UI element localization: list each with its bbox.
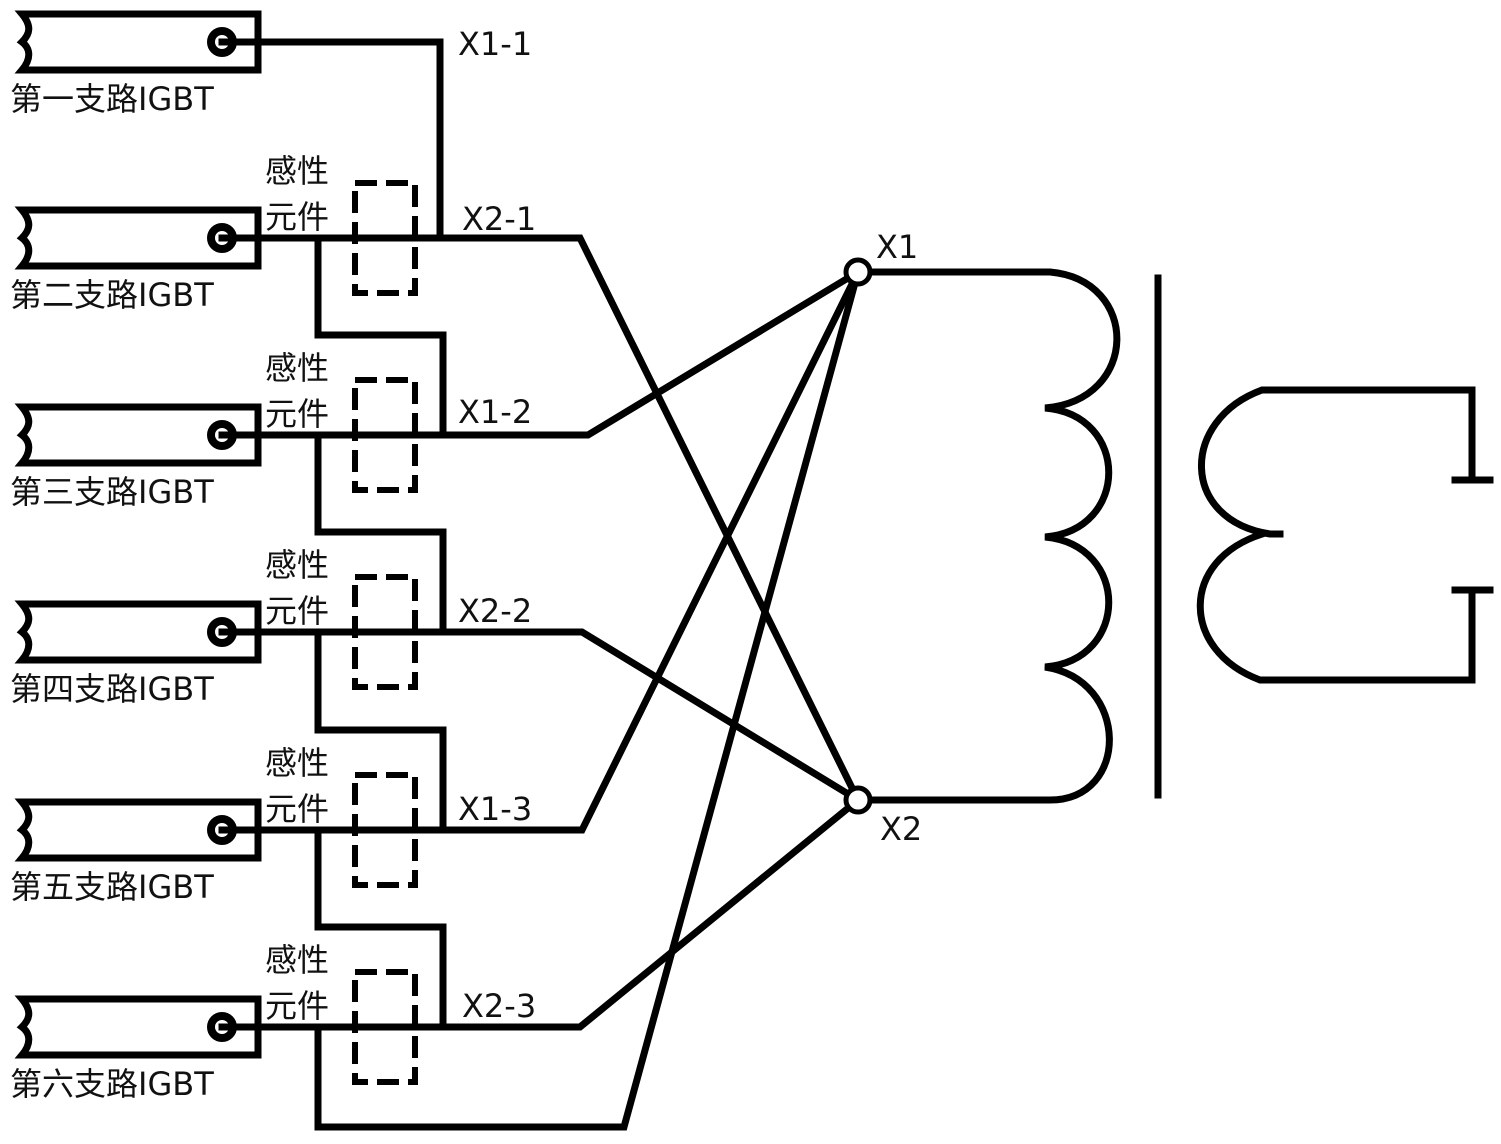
terminal-x1 bbox=[846, 260, 870, 284]
igbt-label: 第六支路IGBT bbox=[10, 1065, 214, 1103]
inductive-element-6: 感性元件 bbox=[265, 941, 415, 1082]
wire-link-6-x1 bbox=[318, 272, 858, 1127]
output-label-x1-1: X1-1 bbox=[458, 25, 532, 63]
inductor-label-line1: 感性 bbox=[265, 546, 329, 584]
primary-winding bbox=[858, 272, 1117, 800]
output-label-x2-1: X2-1 bbox=[462, 200, 536, 238]
wire-link-5-6 bbox=[318, 830, 443, 1027]
output-label-x1-2: X1-2 bbox=[458, 393, 532, 431]
terminal-x2-label: X2 bbox=[880, 810, 922, 848]
inductive-element-2: 感性元件 bbox=[265, 152, 415, 293]
inductor-label-line2: 元件 bbox=[265, 790, 329, 828]
inductor-label-line1: 感性 bbox=[265, 349, 329, 387]
igbt-branch-2: 第二支路IGBT bbox=[10, 210, 262, 314]
output-label-x1-3: X1-3 bbox=[458, 790, 532, 828]
igbt-label: 第二支路IGBT bbox=[10, 276, 214, 314]
wire-branch6 bbox=[236, 800, 858, 1027]
inductor-label-line2: 元件 bbox=[265, 198, 329, 236]
inductor-label-line2: 元件 bbox=[265, 592, 329, 630]
igbt-label: 第五支路IGBT bbox=[10, 868, 214, 906]
igbt-label: 第三支路IGBT bbox=[10, 473, 214, 511]
output-label-x2-2: X2-2 bbox=[458, 592, 532, 630]
wire-link-2-3 bbox=[318, 238, 443, 435]
output-label-x2-3: X2-3 bbox=[462, 987, 536, 1025]
igbt-branch-4: 第四支路IGBT bbox=[10, 604, 262, 708]
wire-branch3 bbox=[236, 272, 858, 435]
terminal-x2 bbox=[846, 788, 870, 812]
inductive-element-4: 感性元件 bbox=[265, 546, 415, 687]
inductive-element-3: 感性元件 bbox=[265, 349, 415, 490]
secondary-winding bbox=[1200, 390, 1472, 680]
wire-link-4-5 bbox=[318, 632, 443, 830]
inductor-label-line2: 元件 bbox=[265, 987, 329, 1025]
inductor-label-line1: 感性 bbox=[265, 941, 329, 979]
inductor-label-line1: 感性 bbox=[265, 744, 329, 782]
terminal-x1-label: X1 bbox=[876, 228, 918, 266]
igbt-label: 第一支路IGBT bbox=[10, 80, 214, 118]
igbt-label: 第四支路IGBT bbox=[10, 670, 214, 708]
igbt-branch-5: 第五支路IGBT bbox=[10, 802, 262, 906]
igbt-branch-3: 第三支路IGBT bbox=[10, 407, 262, 511]
igbt-branch-6: 第六支路IGBT bbox=[10, 999, 262, 1103]
igbt-branch-1: 第一支路IGBT bbox=[10, 14, 262, 118]
inductive-element-5: 感性元件 bbox=[265, 744, 415, 885]
inductor-label-line2: 元件 bbox=[265, 395, 329, 433]
wire-link-3-4 bbox=[318, 435, 443, 632]
wire-branch4 bbox=[236, 632, 858, 800]
wire-branch2 bbox=[236, 238, 858, 800]
inductor-label-line1: 感性 bbox=[265, 152, 329, 190]
